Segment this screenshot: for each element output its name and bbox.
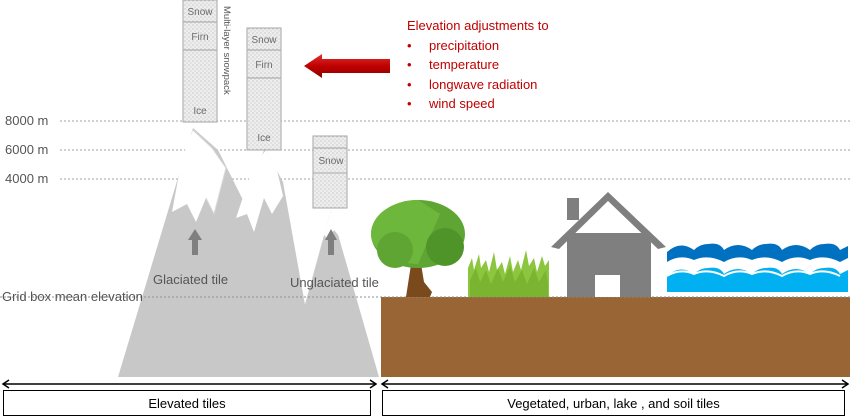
snowpack-column-1: Snow Firn Ice xyxy=(182,0,218,123)
snowpack-column-3: Snow xyxy=(312,135,348,209)
snow-cap-left xyxy=(172,130,226,222)
grass-icon xyxy=(468,250,549,297)
house-icon xyxy=(551,192,666,297)
soil-block xyxy=(381,297,850,377)
elevation-label-6000: 6000 m xyxy=(5,142,49,157)
col2-firn: Firn xyxy=(255,60,272,71)
span-arrow-left xyxy=(1,379,378,389)
elevated-tiles-label: Elevated tiles xyxy=(148,396,226,411)
glaciated-mountain xyxy=(118,128,318,377)
unglaciated-tile-label: Unglaciated tile xyxy=(290,275,379,290)
waves-icon xyxy=(666,243,848,292)
col1-snow: Snow xyxy=(187,7,213,18)
tree-icon xyxy=(371,200,465,297)
col2-ice: Ice xyxy=(257,133,271,144)
col3-snow: Snow xyxy=(318,156,344,167)
other-tiles-label: Vegetated, urban, lake , and soil tiles xyxy=(507,396,720,411)
elevation-label-8000: 8000 m xyxy=(5,113,49,128)
adjustment-item: longwave radiation xyxy=(407,75,549,95)
snow-cap-right xyxy=(236,150,283,232)
adjustments-title: Elevation adjustments to xyxy=(407,18,549,33)
snowpack-column-2: Snow Firn Ice xyxy=(246,27,282,151)
col1-ice: Ice xyxy=(193,106,207,117)
glaciated-tile-label: Glaciated tile xyxy=(153,272,229,287)
up-arrow-icon xyxy=(188,229,202,255)
mean-elevation-label: Grid box mean elevation xyxy=(2,289,143,304)
span-arrow-right xyxy=(380,379,850,389)
red-arrow-icon xyxy=(304,54,390,78)
unglaciated-mountain xyxy=(285,210,379,377)
snowpack-label: Multi-layer snowpack xyxy=(221,6,232,95)
elevated-tiles-box: Elevated tiles xyxy=(3,390,371,416)
up-arrow-icon xyxy=(325,229,337,255)
elevation-adjustments: Elevation adjustments to precipitation t… xyxy=(407,16,549,114)
elevation-label-4000: 4000 m xyxy=(5,171,49,186)
adjustment-item: precipitation xyxy=(407,36,549,56)
adjustments-list: precipitation temperature longwave radia… xyxy=(407,36,549,114)
col2-snow: Snow xyxy=(251,35,277,46)
col1-firn: Firn xyxy=(191,32,208,43)
adjustment-item: temperature xyxy=(407,55,549,75)
other-tiles-box: Vegetated, urban, lake , and soil tiles xyxy=(382,390,845,416)
adjustment-item: wind speed xyxy=(407,94,549,114)
